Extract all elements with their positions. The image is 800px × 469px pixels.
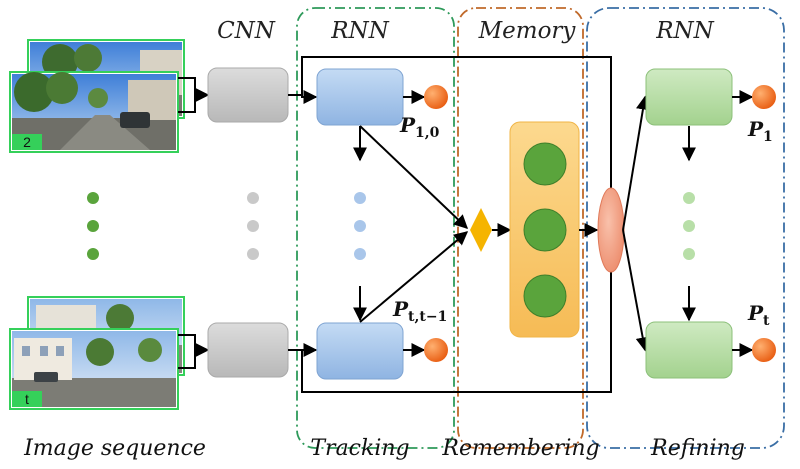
image-frame-front: t bbox=[9, 328, 179, 410]
memory-cell-3 bbox=[523, 274, 567, 318]
pose-label-refining-top: P1 bbox=[747, 117, 773, 145]
image-sequence-ellipsis bbox=[87, 192, 99, 260]
stack-bracket-bottom bbox=[178, 334, 196, 369]
memory-header: Memory bbox=[478, 18, 577, 44]
pose-label-tracking-top: P1,0 bbox=[399, 113, 440, 141]
merge-node bbox=[597, 187, 625, 273]
pose-dot-refining-bottom bbox=[752, 338, 776, 362]
image-frame-front: 2 bbox=[9, 71, 179, 153]
cnn-ellipsis bbox=[247, 192, 259, 260]
rnn-refining-ellipsis bbox=[683, 192, 695, 260]
arrow-merge-to-rnn-top bbox=[622, 95, 650, 231]
rnn-refining-header: RNN bbox=[655, 18, 714, 44]
rnn-tracking-block-top bbox=[316, 68, 404, 126]
rnn-refining-block-top bbox=[645, 68, 733, 126]
frame-index-label-top: 2 bbox=[23, 134, 31, 150]
image-frame-stack-bottom: t bbox=[9, 296, 185, 410]
rnn-tracking-block-bottom bbox=[316, 322, 404, 380]
skip-line-bottom bbox=[301, 272, 612, 393]
pose-dot-tracking-bottom bbox=[424, 338, 448, 362]
frame-index-badge-top bbox=[12, 134, 42, 150]
arrow-merge-to-rnn-bottom bbox=[622, 229, 650, 352]
pose-dot-tracking-top bbox=[424, 85, 448, 109]
memory-cell-2 bbox=[523, 208, 567, 252]
arrow-rnn-bottom-to-memory bbox=[359, 231, 469, 323]
pose-label-tracking-bottom: Pt,t−1 bbox=[392, 297, 447, 325]
frame-index-label-bottom: t bbox=[25, 391, 29, 407]
stage-label-tracking: Tracking bbox=[310, 436, 409, 461]
tracking-group-box bbox=[296, 7, 455, 449]
rnn-tracking-ellipsis bbox=[354, 192, 366, 260]
arrow-rnn-top-to-memory bbox=[359, 125, 469, 229]
stage-label-remembering: Remembering bbox=[441, 436, 599, 461]
stage-label-image-sequence: Image sequence bbox=[23, 436, 206, 461]
pose-dot-refining-top bbox=[752, 85, 776, 109]
cnn-header: CNN bbox=[217, 18, 276, 44]
cnn-block-bottom bbox=[207, 322, 289, 378]
stage-label-refining: Refining bbox=[650, 436, 745, 461]
image-frame-stack-top: 2 bbox=[9, 39, 185, 153]
rnn-tracking-header: RNN bbox=[330, 18, 389, 44]
frame-index-badge-bottom bbox=[12, 391, 42, 407]
fusion-diamond bbox=[470, 208, 492, 252]
pose-label-refining-bottom: Pt bbox=[747, 301, 770, 329]
memory-cell-1 bbox=[523, 142, 567, 186]
rnn-refining-block-bottom bbox=[645, 321, 733, 379]
cnn-block-top bbox=[207, 67, 289, 123]
skip-line-top bbox=[301, 56, 612, 190]
